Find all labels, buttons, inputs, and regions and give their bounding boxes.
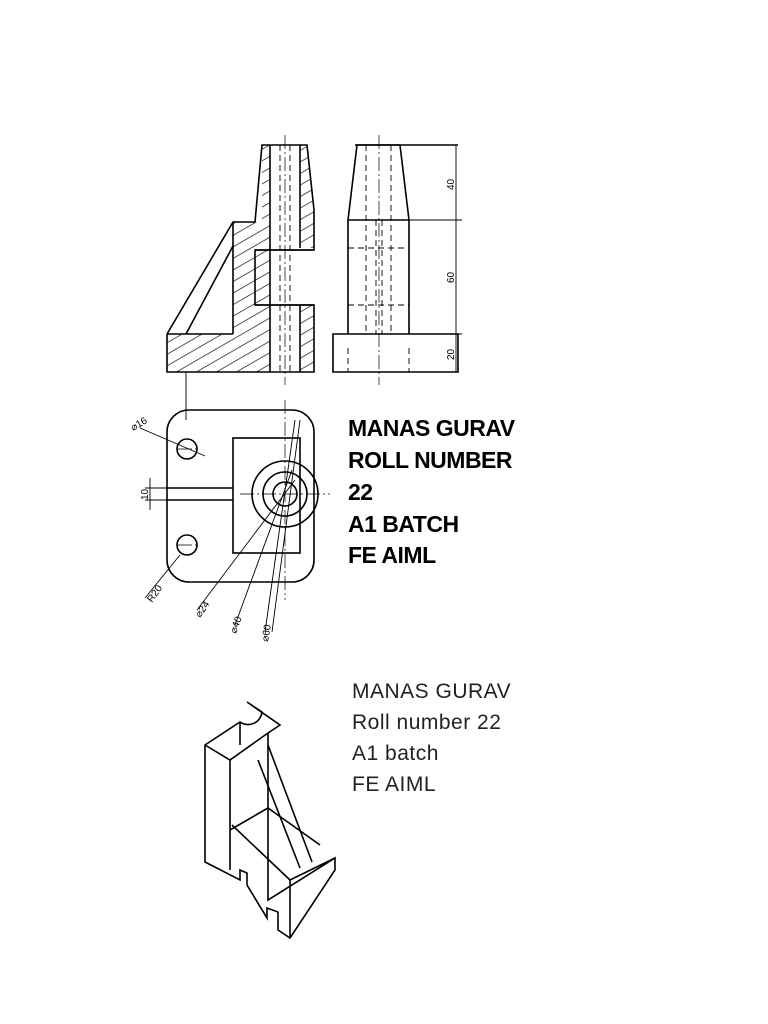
front-sectional-view [166,135,315,420]
front-view-hatch-right [300,145,314,248]
isometric-view [204,701,336,940]
dim-bore: ⌀24 [193,599,212,620]
title-block-light: MANAS GURAV Roll number 22 A1 batch FE A… [352,680,511,796]
title-block-bold: MANAS GURAV ROLL NUMBER 22 A1 BATCH FE A… [348,415,516,568]
side-view: 40 60 20 [332,135,462,385]
dim-corner-radius: R20 [145,583,165,605]
light-label-batch: A1 batch [352,742,439,765]
dim-height-top: 40 [446,178,457,190]
bold-label-roll: ROLL NUMBER [348,447,513,473]
light-label-name: MANAS GURAV [352,680,511,703]
bold-label-class: FE AIML [348,542,436,568]
light-label-class: FE AIML [352,773,436,796]
dim-height-base: 20 [446,348,457,360]
front-view-hatch-right-lower [300,305,314,372]
dim-boss: ⌀40 [228,615,244,635]
light-label-roll: Roll number 22 [352,711,501,734]
dim-outer: ⌀60 [260,623,274,642]
top-view: 10 ⌀16 R20 ⌀24 ⌀40 ⌀60 [129,400,330,643]
dim-height-mid: 60 [446,271,457,283]
dim-slot-width: 10 [140,488,151,500]
front-view-hatch-left [167,145,270,372]
bold-label-number: 22 [348,479,373,505]
bold-label-batch: A1 BATCH [348,511,459,537]
bold-label-name: MANAS GURAV [348,415,516,441]
